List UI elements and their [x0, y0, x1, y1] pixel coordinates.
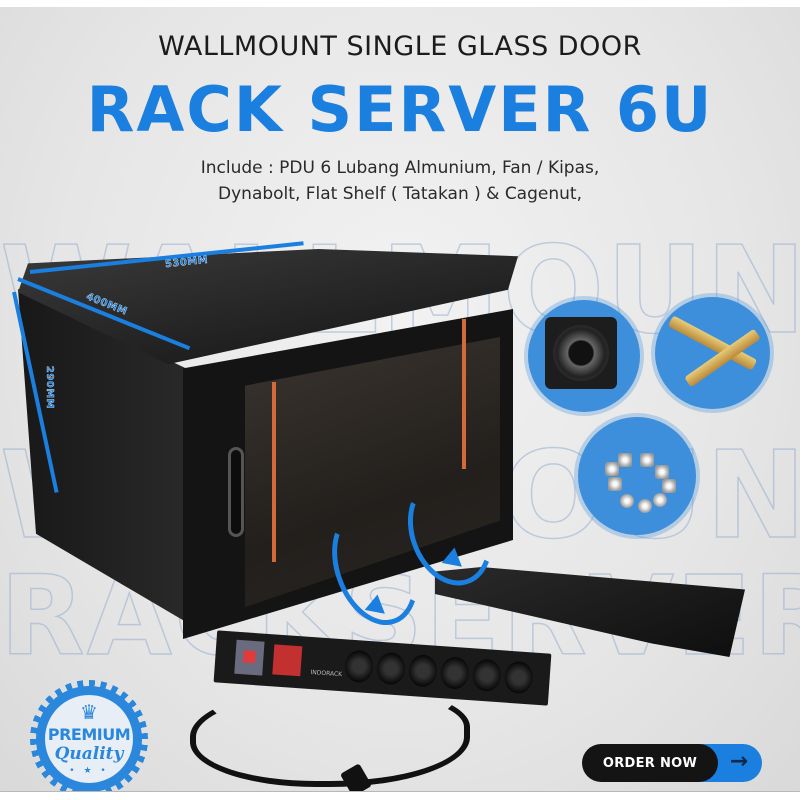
product-banner: WALLMOUNT WALLMOUNT RACKSERVER WALLMOUNT… — [0, 7, 800, 792]
badge-premium-text: PREMIUM — [47, 725, 131, 744]
include-list: Include : PDU 6 Lubang Almunium, Fan / K… — [0, 155, 800, 207]
pdu-socket — [471, 658, 502, 693]
product-title: RACK SERVER 6U — [86, 73, 714, 146]
pdu-brand: INDORACK — [310, 668, 343, 679]
height-dimension-label: 290MM — [44, 365, 56, 410]
order-now-label: ORDER NOW — [582, 744, 718, 782]
include-line-2: Dynabolt, Flat Shelf ( Tatakan ) & Cagen… — [218, 184, 582, 204]
star-icon: • ★ • — [69, 766, 109, 776]
pdu-socket — [375, 651, 407, 686]
product-subtitle: WALLMOUNT SINGLE GLASS DOOR — [158, 31, 642, 62]
power-cord — [190, 687, 470, 787]
pdu-socket — [503, 660, 534, 695]
door-trim-right — [462, 319, 466, 469]
arrow-right-icon: → — [729, 749, 748, 774]
pdu-breaker — [234, 639, 265, 676]
pdu-socket — [439, 656, 470, 690]
door-trim-left — [272, 382, 276, 562]
pdu-socket — [407, 653, 438, 688]
order-now-button[interactable]: ORDER NOW → — [582, 744, 762, 782]
pdu-socket — [343, 649, 375, 684]
pdu-meter — [272, 644, 303, 677]
include-line-1: Include : PDU 6 Lubang Almunium, Fan / K… — [200, 158, 600, 178]
fan-icon — [545, 317, 617, 389]
cagenut-circle — [578, 417, 696, 535]
premium-quality-badge: ♛ PREMIUM Quality • ★ • — [30, 680, 148, 791]
dynabolt-circle — [655, 297, 770, 409]
badge-quality-text: Quality — [54, 744, 124, 764]
door-handle — [228, 447, 244, 537]
crown-icon: ♛ — [80, 700, 98, 724]
